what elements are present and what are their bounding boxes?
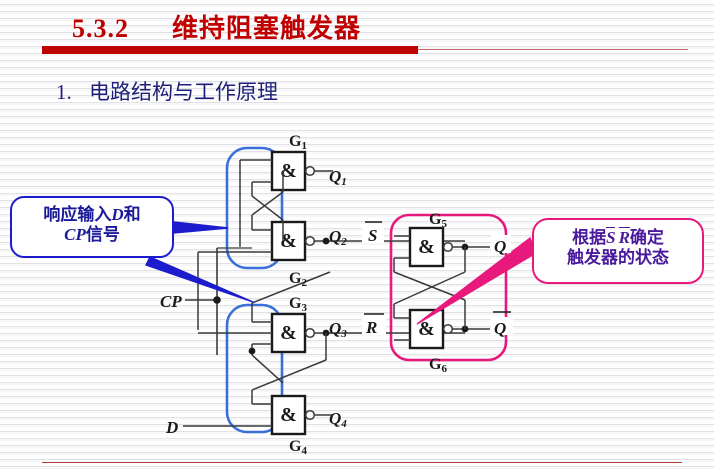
nand-gate-g3: &	[270, 312, 316, 354]
gate-label-g4: G4	[289, 438, 307, 457]
nand-gate-g1: &	[270, 150, 316, 192]
signal-label-q3: Q3	[329, 319, 347, 340]
gate-symbol-g1: &	[280, 160, 297, 182]
callout-right-line1-d: 确定	[629, 228, 664, 247]
callout-right-sbar: S	[606, 226, 616, 247]
gate-label-g2: G2	[289, 270, 307, 289]
title-label: 维持阻塞触发器	[172, 14, 362, 43]
nand-gate-g2: &	[270, 220, 316, 262]
callout-left-line1-c: 和	[123, 205, 141, 224]
callout-right-line2: 触发器的状态	[567, 248, 669, 268]
junction-cp	[213, 296, 221, 304]
gate-symbol-g6: &	[418, 318, 435, 340]
signal-label-d: D	[165, 418, 178, 437]
callout-left-arrow-lower	[145, 256, 254, 303]
junction-g3-lower	[248, 347, 256, 355]
junction-q2	[322, 237, 330, 245]
signal-label-q: Q	[491, 235, 511, 256]
signal-label-q2: Q2	[329, 227, 347, 248]
group-outline-g1g2	[225, 146, 284, 270]
footer-rule	[42, 462, 682, 463]
group-outline-g3g4	[225, 303, 284, 434]
callout-left-line1-b: D	[111, 205, 124, 224]
svg-text:R: R	[365, 318, 377, 337]
callout-left-line1: 响应输入D和	[12, 205, 172, 225]
gate-label-g3: G3	[289, 295, 307, 314]
signal-label-rbar: R	[362, 313, 386, 337]
svg-text:S: S	[368, 226, 377, 245]
subheading-label: 电路结构与工作原理	[89, 80, 278, 104]
gate-symbol-g5: &	[418, 236, 435, 258]
page-title: 5.3.2 维持阻塞触发器	[72, 8, 361, 45]
title-underline-thick	[42, 46, 418, 54]
callout-right-line1-a: 根据	[572, 228, 607, 247]
title-number: 5.3.2	[72, 14, 129, 43]
gate-symbol-g4: &	[280, 404, 297, 426]
svg-text:Q: Q	[494, 319, 506, 338]
group-outline-g5g6	[389, 213, 508, 362]
callout-right-rbar: R	[618, 226, 630, 247]
signal-label-q1: Q1	[329, 167, 347, 188]
signal-label-qbar: Q	[491, 311, 513, 338]
subheading-number: 1.	[56, 80, 72, 104]
subheading: 1. 电路结构与工作原理	[56, 76, 278, 106]
svg-text:Q: Q	[494, 237, 506, 256]
title-underline-thin	[418, 49, 688, 50]
gate-symbol-g2: &	[280, 230, 297, 252]
gate-label-g1: G1	[289, 133, 307, 152]
callout-left-line1-a: 响应输入	[43, 205, 112, 224]
signal-label-q4: Q4	[329, 409, 347, 430]
callout-left-line2-b: 信号	[85, 225, 120, 245]
callout-left-line2: CP信号	[12, 225, 172, 245]
callout-left-line2-a: CP	[64, 225, 86, 245]
nand-gate-g5: &	[408, 226, 454, 268]
callout-left-arrow-upper	[173, 221, 229, 234]
signal-label-cp: CP	[160, 292, 182, 311]
callout-left: 响应输入D和 CP信号	[10, 196, 174, 258]
nand-gate-g4: &	[270, 394, 316, 436]
gate-symbol-g3: &	[280, 322, 297, 344]
signal-label-sbar: S	[362, 221, 384, 245]
